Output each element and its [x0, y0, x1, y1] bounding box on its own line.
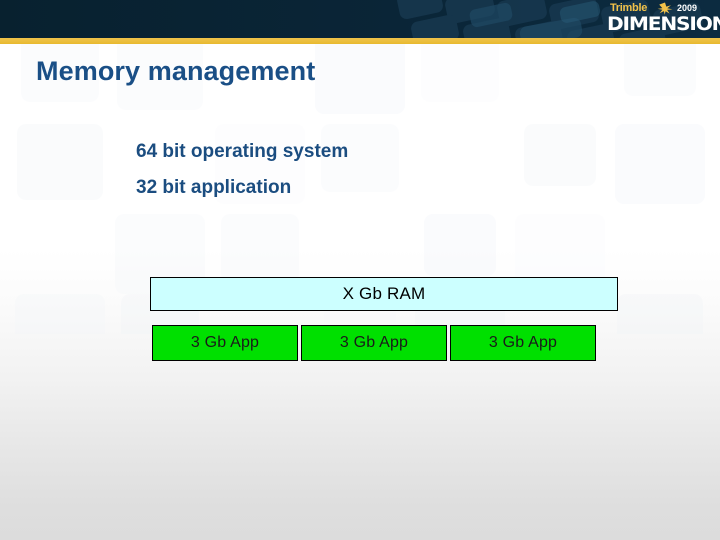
logo-event-name: DIMENSIONS	[607, 13, 720, 35]
app-box-label-2: 3 Gb App	[488, 334, 558, 351]
app-box-row: 3 Gb App 3 Gb App 3 Gb App	[152, 325, 596, 361]
app-box-label-1: 3 Gb App	[339, 334, 409, 351]
app-box-label-0: 3 Gb App	[190, 334, 260, 351]
trimble-dimensions-logo: Trimble 2009 DIMENSIONS	[607, 2, 720, 36]
header-pattern-icon	[0, 0, 720, 38]
logo-company-name: Trimble	[610, 2, 648, 14]
bullet-item-1: 32 bit application	[136, 177, 292, 198]
star-burst-icon	[657, 2, 673, 15]
logo-top-row: Trimble 2009	[607, 2, 711, 16]
ram-bar: X Gb RAM	[150, 277, 618, 311]
page-title: Memory management	[36, 56, 316, 86]
logo-year: 2009	[677, 3, 698, 13]
app-box-2: 3 Gb App	[450, 325, 596, 361]
app-box-1: 3 Gb App	[301, 325, 447, 361]
bullet-list: 64 bit operating system 32 bit applicati…	[136, 134, 348, 206]
bullet-item-0: 64 bit operating system	[136, 141, 349, 162]
header-band: Trimble 2009 DIMENSIONS	[0, 0, 720, 38]
gold-accent-bar	[0, 38, 720, 44]
app-box-0: 3 Gb App	[152, 325, 298, 361]
ram-bar-label: X Gb RAM	[342, 284, 426, 303]
